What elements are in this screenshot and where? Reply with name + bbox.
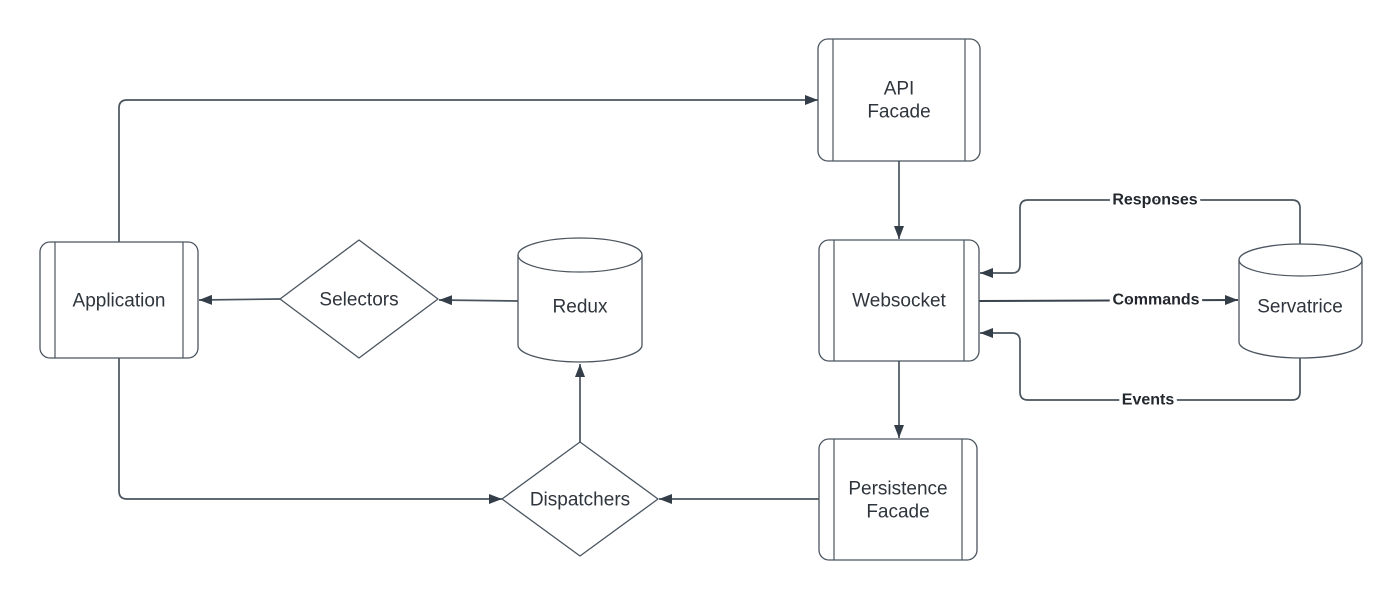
node-servatrice: Servatrice bbox=[1238, 243, 1363, 359]
node-label-selectors: Selectors bbox=[319, 290, 398, 311]
edge-label-commands: Commands bbox=[1112, 292, 1199, 309]
edge-selectors-to-application bbox=[198, 294, 281, 305]
edge-application-to-api-facade bbox=[118, 95, 818, 242]
node-label-servatrice: Servatrice bbox=[1257, 297, 1343, 318]
node-selectors: Selectors bbox=[279, 239, 439, 359]
edge-redux-to-selectors bbox=[438, 295, 519, 306]
node-label-api-facade-line1: API bbox=[884, 79, 915, 100]
node-label-websocket: Websocket bbox=[852, 291, 946, 312]
node-label-persistence-facade-line1: Persistence bbox=[848, 479, 947, 500]
node-redux: Redux bbox=[517, 237, 643, 363]
node-label-persistence-facade-line2: Facade bbox=[866, 502, 929, 523]
node-api-facade: API Facade bbox=[817, 38, 981, 162]
edge-label-events: Events bbox=[1122, 392, 1175, 409]
node-label-application: Application bbox=[73, 291, 166, 312]
node-label-dispatchers: Dispatchers bbox=[530, 490, 630, 511]
edge-servatrice-to-websocket-responses: Responses bbox=[980, 188, 1301, 278]
node-dispatchers: Dispatchers bbox=[501, 441, 659, 557]
node-label-redux: Redux bbox=[553, 297, 608, 318]
edge-servatrice-to-websocket-events: Events bbox=[980, 328, 1301, 412]
node-persistence-facade: Persistence Facade bbox=[818, 438, 978, 561]
node-application: Application bbox=[39, 241, 199, 359]
edge-websocket-to-servatrice-commands: Commands bbox=[978, 288, 1239, 312]
node-label-api-facade-line2: Facade bbox=[867, 102, 930, 123]
node-websocket: Websocket bbox=[818, 239, 980, 362]
edge-label-responses: Responses bbox=[1112, 192, 1197, 209]
edge-application-to-dispatchers bbox=[118, 358, 502, 504]
